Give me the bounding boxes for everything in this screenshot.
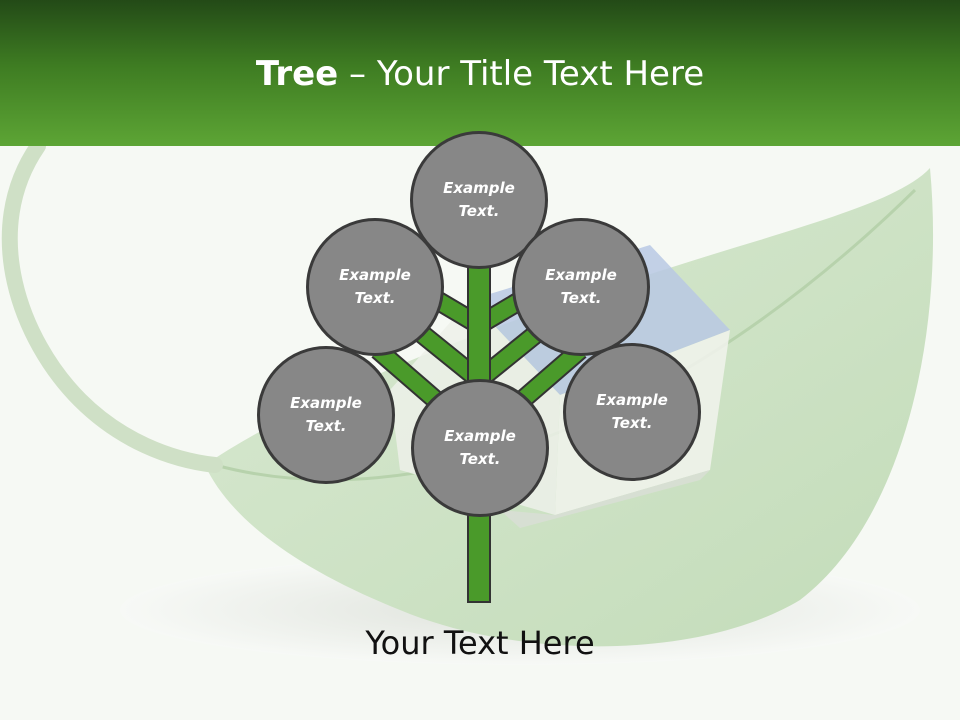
tree-node-label: Example Text. bbox=[596, 391, 668, 432]
tree-node-upper-right[interactable]: Example Text. bbox=[512, 218, 650, 356]
tree-node-label: Example Text. bbox=[444, 427, 516, 468]
tree-node-middle-right[interactable]: Example Text. bbox=[563, 343, 701, 481]
tree-node-center[interactable]: Example Text. bbox=[411, 379, 549, 517]
title-bold: Tree bbox=[255, 54, 339, 94]
footer-text: Your Text Here bbox=[365, 624, 595, 662]
tree-node-label: Example Text. bbox=[545, 266, 617, 307]
title-rest: Your Title Text Here bbox=[376, 54, 705, 94]
leaf-stem bbox=[1, 138, 223, 473]
tree-node-label: Example Text. bbox=[339, 266, 411, 307]
tree-node-middle-left[interactable]: Example Text. bbox=[257, 346, 395, 484]
slide-title: Tree – Your Title Text Here bbox=[0, 52, 960, 96]
title-bar bbox=[0, 0, 960, 146]
tree-node-label: Example Text. bbox=[290, 394, 362, 435]
tree-node-label: Example Text. bbox=[443, 179, 515, 220]
title-separator: – bbox=[338, 54, 377, 94]
tree-node-upper-left[interactable]: Example Text. bbox=[306, 218, 444, 356]
